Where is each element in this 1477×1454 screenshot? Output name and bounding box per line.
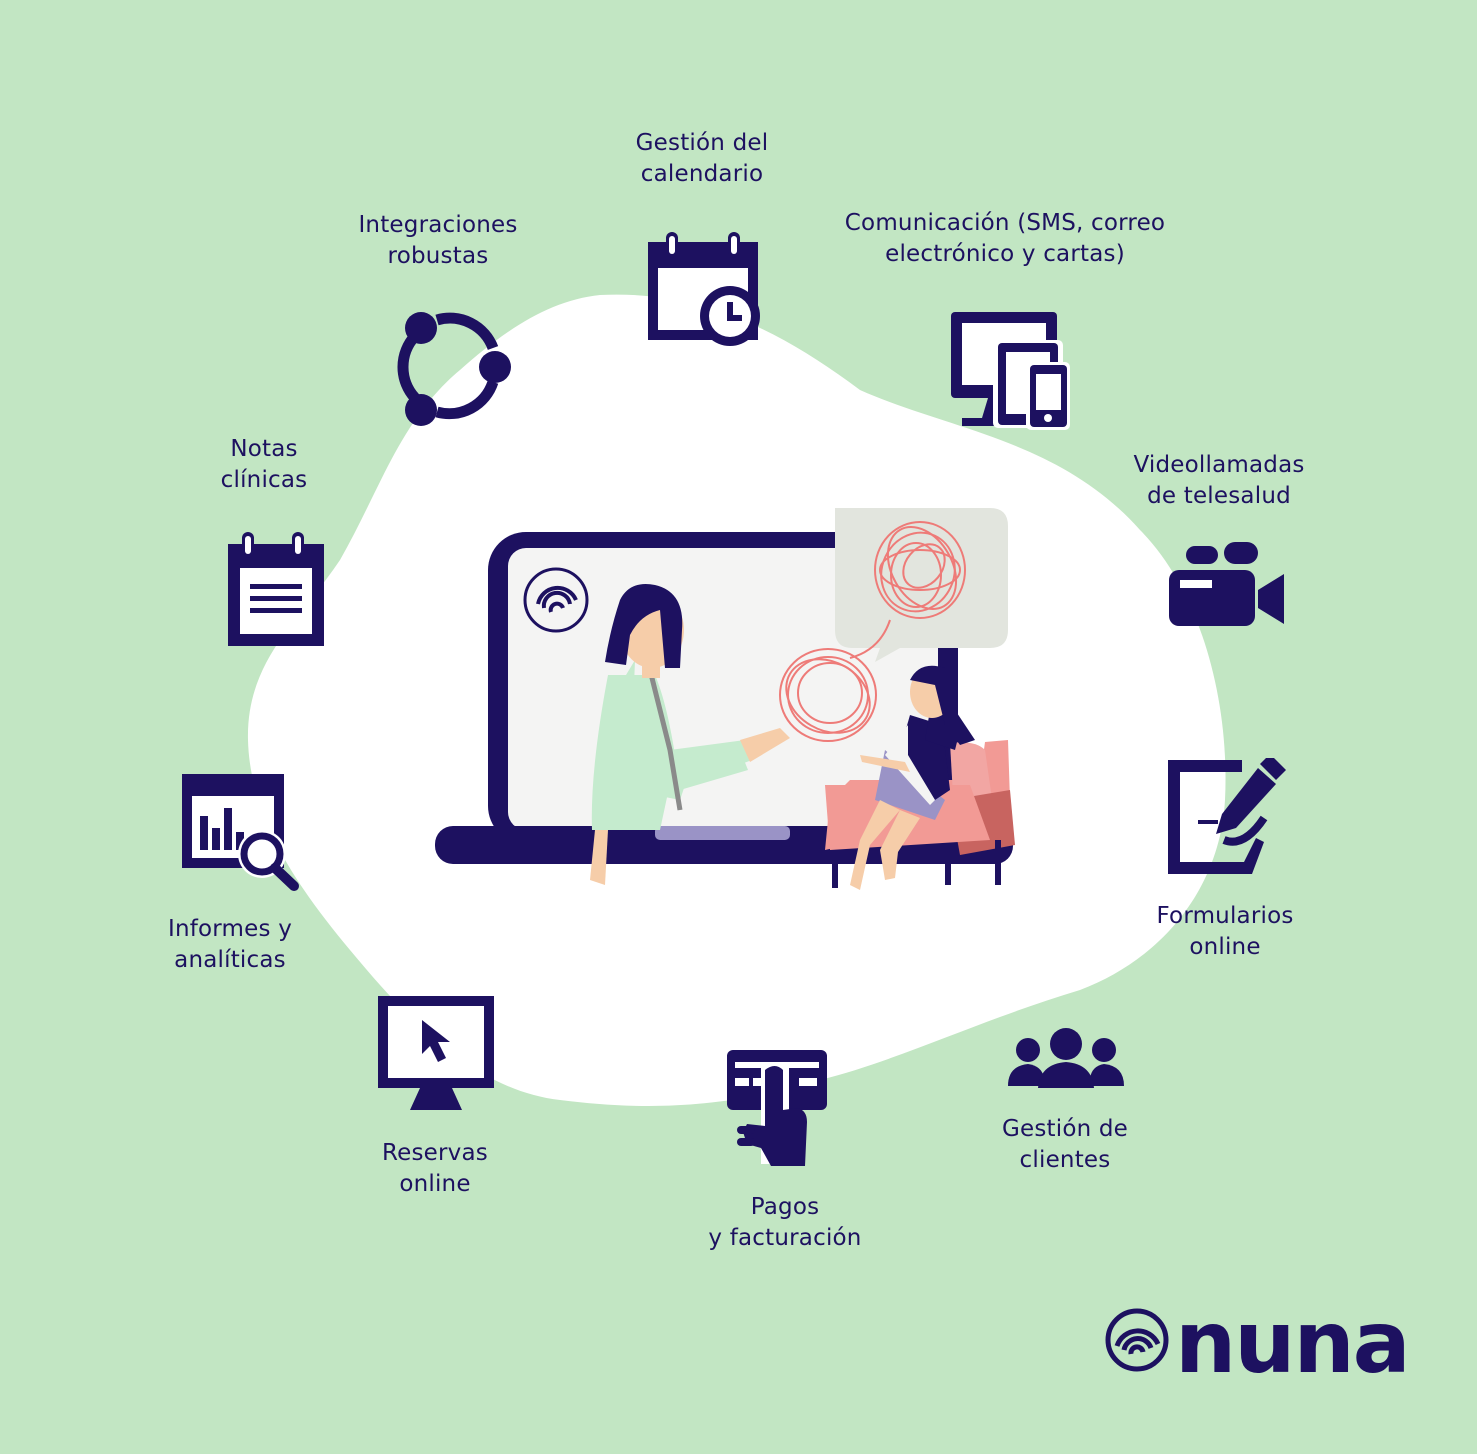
feature-label-video: Videollamadas de telesalud — [1133, 452, 1305, 509]
analytics-search-icon — [182, 774, 299, 891]
card-payment-icon — [727, 1050, 827, 1166]
share-nodes-icon — [397, 312, 511, 426]
nuna-logo-icon — [1105, 1308, 1169, 1372]
feature-label-notes: Notas clínicas — [220, 436, 308, 493]
feature-label-integrations: Integraciones robustas — [358, 212, 518, 269]
feature-label-communication: Comunicación (SMS, correo electrónico y … — [844, 210, 1166, 267]
clinical-notes-icon — [228, 532, 324, 646]
nuna-wordmark: nuna — [1175, 1293, 1411, 1393]
feature-label-forms: Formularios online — [1156, 903, 1294, 960]
feature-label-calendar: Gestión del calendario — [635, 130, 769, 187]
video-camera-icon — [1169, 542, 1284, 626]
online-form-icon — [1168, 758, 1286, 874]
calendar-clock-icon — [648, 232, 760, 346]
telehealth-illustration — [435, 508, 1015, 890]
devices-icon — [951, 312, 1070, 430]
feature-label-reports: Informes y analíticas — [167, 916, 293, 973]
client-group-icon — [1008, 1028, 1124, 1088]
online-booking-monitor-icon — [378, 996, 494, 1110]
feature-label-clients: Gestión de clientes — [1001, 1116, 1129, 1173]
feature-label-booking: Reservas online — [382, 1140, 488, 1197]
feature-label-payments: Pagos y facturación — [708, 1194, 862, 1251]
